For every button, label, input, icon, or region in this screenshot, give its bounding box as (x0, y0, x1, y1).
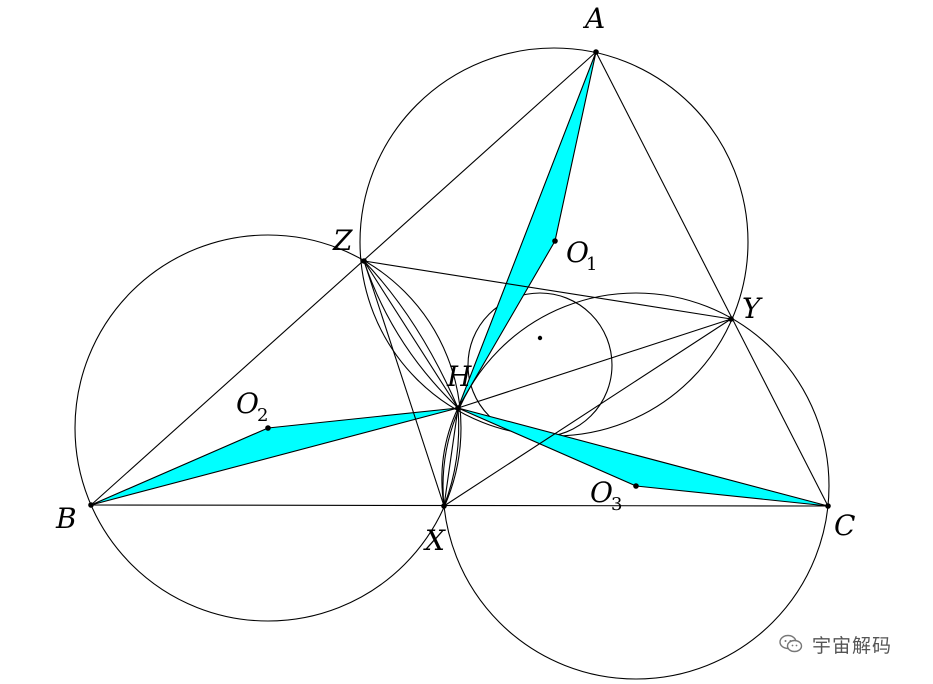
arc-zh-a (363, 260, 459, 409)
arc-zh-b (363, 260, 459, 409)
label-y: Y (742, 292, 763, 325)
point-o1 (552, 238, 558, 244)
label-b: B (55, 502, 77, 535)
segment-hy (457, 318, 732, 409)
point-c (825, 503, 831, 509)
shaded-triangle-b (90, 407, 459, 506)
point-o2 (265, 425, 271, 431)
watermark: 宇宙解码 (778, 630, 918, 658)
label-z: Z (332, 224, 353, 257)
label-o2: O (236, 387, 259, 420)
side-ab (90, 51, 597, 506)
label-c: C (834, 509, 855, 542)
point-b (88, 502, 94, 508)
segment-hz (363, 260, 459, 409)
segment-xy (443, 318, 732, 507)
label-h: H (446, 360, 472, 393)
label-o3: O (590, 476, 613, 509)
segment-zy (363, 260, 732, 320)
side-bc (90, 504, 829, 507)
label-a: A (582, 2, 605, 35)
shaded-triangle-a (457, 51, 597, 409)
shaded-triangle-c (457, 407, 829, 507)
circle-o2 (74, 234, 462, 622)
segment-hx (443, 407, 459, 507)
point-a (593, 49, 599, 55)
label-o1-sub: 1 (586, 254, 597, 275)
label-o1: O (566, 236, 589, 269)
label-o2-sub: 2 (257, 405, 268, 426)
arc-hx-b (443, 407, 460, 507)
label-x: X (423, 524, 446, 557)
segment-zx (363, 260, 445, 507)
point-o3 (633, 483, 639, 489)
side-ac (595, 51, 829, 507)
arc-hx-a (441, 407, 459, 507)
circle-o3 (442, 292, 830, 680)
point-z (361, 258, 367, 264)
point-x (441, 503, 447, 509)
label-o3-sub: 3 (611, 494, 622, 515)
point-h (455, 405, 461, 411)
wechat-icon (779, 634, 803, 653)
point-center-dot (537, 335, 543, 341)
watermark-text: 宇宙解码 (812, 634, 893, 657)
point-y (728, 316, 734, 322)
